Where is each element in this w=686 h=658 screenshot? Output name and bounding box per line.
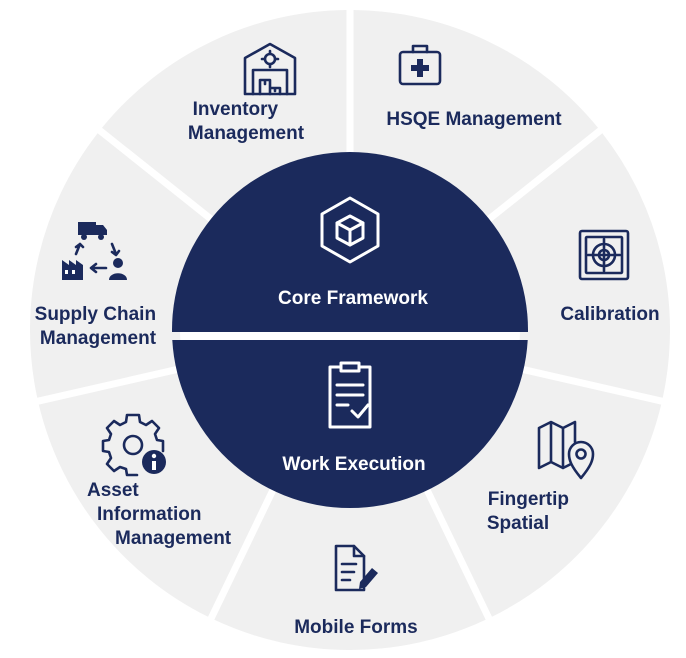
work-execution-label: Work Execution: [282, 454, 425, 475]
ring-segment-mobile-forms: [214, 484, 486, 650]
segment-label-mobile-forms: Mobile Forms: [294, 617, 418, 638]
ring-segment-supply-chain: [29, 133, 215, 398]
work-execution-half: [172, 340, 528, 509]
clipboard-check-icon: [328, 361, 372, 429]
outer-ring: [29, 10, 670, 650]
map-pin-icon: [537, 420, 595, 480]
ring-segment-asset-info: [38, 371, 274, 617]
ring-segment-calibration: [485, 133, 670, 398]
segment-label-fingertip: Fingertip Spatial: [487, 489, 574, 534]
first-aid-kit-icon: [398, 44, 442, 86]
warehouse-icon: [243, 42, 297, 96]
segment-label-supply-chain: Supply Chain Management: [35, 304, 162, 349]
ring-segment-fingertip: [426, 371, 662, 617]
segment-label-inventory: Inventory Management: [188, 99, 305, 144]
calibration-target-icon: [578, 229, 630, 281]
hexagon-cube-icon: [320, 196, 380, 264]
gear-info-icon: [101, 413, 166, 477]
core-framework-label: Core Framework: [278, 288, 428, 309]
segment-label-hsqe: HSQE Management: [386, 109, 562, 130]
supply-chain-icon: [62, 222, 127, 280]
segment-label-calibration: Calibration: [560, 304, 659, 325]
segment-label-asset-info: Asset Information Management: [87, 480, 232, 549]
edit-document-icon: [334, 544, 378, 592]
